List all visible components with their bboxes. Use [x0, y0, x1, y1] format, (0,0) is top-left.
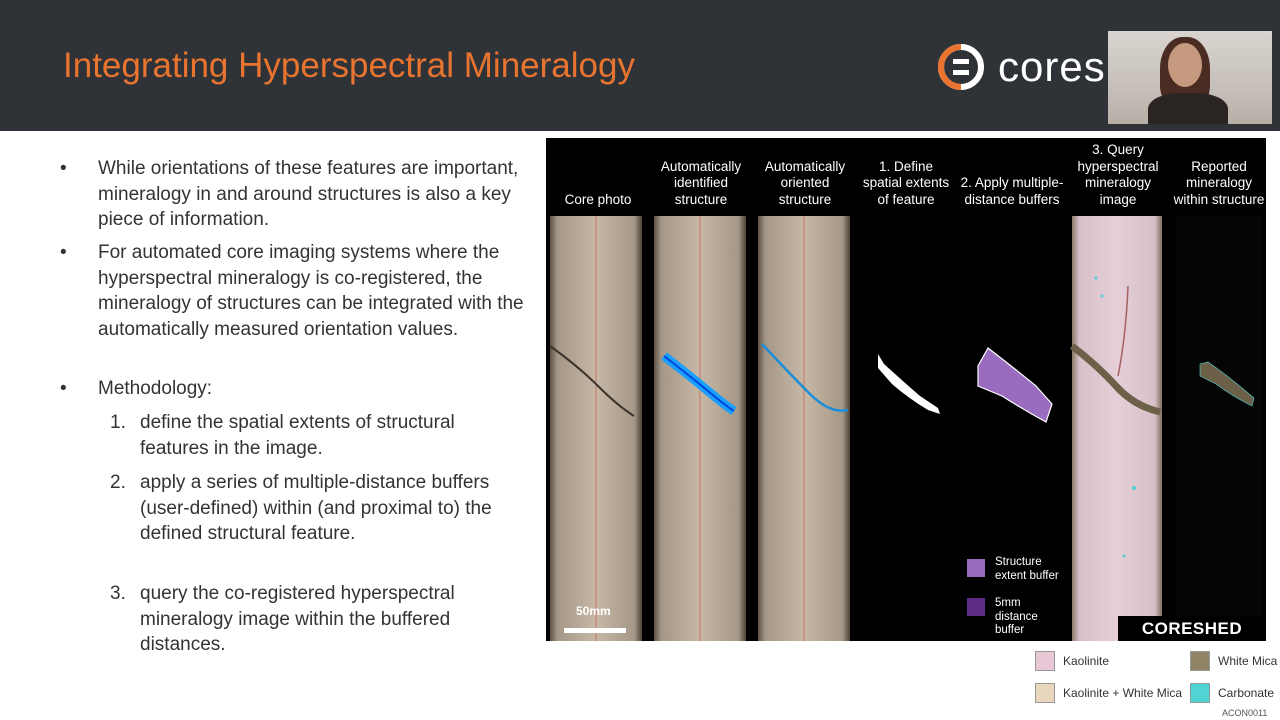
column-header-identified-structure: Automatically identified structure	[660, 158, 742, 207]
reported-mineralogy-image	[1176, 216, 1262, 641]
logo-text: cores	[998, 44, 1106, 90]
define-extents-image	[878, 354, 940, 414]
column-header-reported-mineralogy: Reported mineralogy within structure	[1173, 158, 1265, 207]
column-header-core-photo: Core photo	[564, 191, 632, 207]
legend-label: Kaolinite	[1063, 654, 1110, 668]
column-header-query-mineralogy: 3. Query hyperspectral mineralogy image	[1077, 142, 1159, 207]
bullet-marker: •	[60, 158, 67, 179]
legend-label: White Mica	[1218, 654, 1278, 668]
distance-buffer-label: 5mm distance buffer	[995, 597, 1038, 636]
structure-extent-label: Structure extent buffer	[995, 556, 1059, 582]
kaolinite-white-mica-swatch	[1035, 683, 1055, 703]
identified-structure-image	[654, 216, 746, 641]
step-number: 1.	[110, 412, 126, 433]
carbonate-swatch	[1190, 683, 1210, 703]
bullet-text: While orientations of these features are…	[98, 158, 519, 230]
kaolinite-swatch	[1035, 651, 1055, 671]
step-text: define the spatial extents of structural…	[140, 412, 455, 459]
structure-extent-swatch	[967, 559, 985, 577]
company-logo: cores	[938, 44, 1118, 94]
scale-label: 50mm	[576, 604, 611, 618]
presenter-body	[1148, 93, 1228, 124]
slide-header: Integrating Hyperspectral Mineralogy cor…	[0, 0, 1280, 131]
core-photo-image	[549, 216, 642, 641]
coreshed-brand: CORESHED	[1118, 616, 1266, 641]
distance-buffer-swatch	[967, 598, 985, 616]
slide-title: Integrating Hyperspectral Mineralogy	[63, 46, 635, 85]
step-text: apply a series of multiple-distance buff…	[140, 472, 492, 544]
column-header-define-extents: 1. Define spatial extents of feature	[862, 158, 950, 207]
scale-bar	[564, 628, 626, 633]
step-text: query the co-registered hyperspectral mi…	[140, 583, 455, 655]
column-header-oriented-structure: Automatically oriented structure	[764, 158, 846, 207]
column-header-apply-buffers: 2. Apply multiple-distance buffers	[960, 175, 1064, 207]
presenter-webcam	[1108, 31, 1272, 124]
bullet-marker: •	[60, 242, 67, 263]
query-mineralogy-image	[1069, 216, 1162, 641]
step-number: 3.	[110, 583, 126, 604]
logo-mark-icon	[938, 44, 984, 90]
bullet-text: Methodology:	[98, 378, 213, 399]
bullet-marker: •	[60, 378, 67, 399]
core-figure: Core photo Automatically identified stru…	[546, 138, 1266, 641]
white-mica-swatch	[1190, 651, 1210, 671]
oriented-structure-image	[758, 216, 850, 641]
step-number: 2.	[110, 472, 126, 493]
presenter-face	[1168, 43, 1202, 87]
apply-buffers-image	[977, 347, 1053, 423]
legend-label: Carbonate	[1218, 686, 1275, 700]
footer-code: ACON0011	[1222, 708, 1268, 718]
bullet-text: For automated core imaging systems where…	[98, 242, 524, 340]
legend-label: Kaolinite + White Mica	[1063, 686, 1183, 700]
